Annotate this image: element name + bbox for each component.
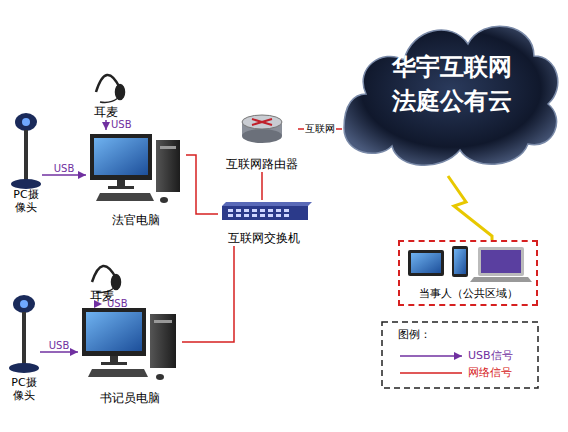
camera-icon [11,113,41,189]
device-icons [408,246,532,282]
router-icon [242,115,282,143]
node-label: PC摄像头 [8,376,40,402]
connector [40,351,78,353]
router-node: 互联网路由器 [226,112,298,172]
edge-label: USB [49,340,70,352]
headset-node: 耳麦 [86,64,126,120]
headset-icon [96,75,124,103]
node-label: 华宇互联网 法庭公有云 [387,50,517,118]
edge-label: 互联网 [304,123,336,135]
node-label: PC摄像头 [10,188,42,214]
node-label: 书记员电脑 [54,391,206,406]
legend-sample [400,372,462,374]
node-label: 耳麦 [58,289,146,304]
edge-label: USB [54,163,75,175]
legend-sample [400,355,462,357]
switch-node: 互联网交换机 [218,200,310,246]
legend-box [382,322,538,388]
legend-title: 图例： [398,328,431,342]
connector [182,246,234,342]
computer-node: 书记员电脑 [78,304,182,406]
camera-node: PC摄像头 [10,108,42,214]
camera-icon [9,295,39,373]
headset-node: 耳麦 [82,254,122,304]
edge-label: USB [111,119,132,131]
node-label: 互联网路由器 [202,157,322,172]
cloud-node: 华宇互联网 法庭公有云 [342,8,562,176]
node-label: 当事人（公共区域） [376,286,560,301]
connector [42,174,86,176]
switch-icon [222,202,312,220]
node-label: 耳麦 [62,105,150,120]
headset-icon [92,266,120,293]
node-label: 法官电脑 [62,213,210,228]
connector [186,155,218,214]
legend-text: 网络信号 [468,366,512,380]
connector [261,172,263,200]
computer-icon [90,134,180,203]
node-label: 互联网交换机 [194,231,334,246]
legend-text: USB信号 [468,349,513,363]
connector [105,120,107,130]
computer-icon [82,308,176,380]
edge-label: USB [107,298,128,310]
party-box: 当事人（公共区域） [398,240,538,306]
connector [448,176,492,240]
camera-node: PC摄像头 [8,290,40,402]
computer-node: 法官电脑 [86,130,186,228]
